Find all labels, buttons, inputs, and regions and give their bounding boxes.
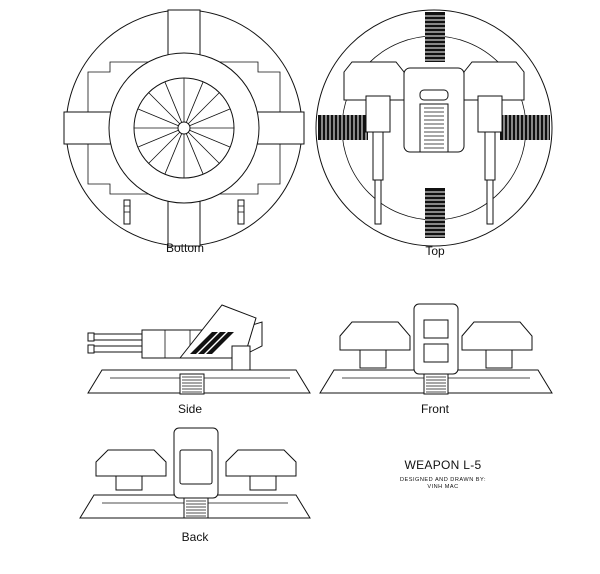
view-label-top: Top [425, 244, 445, 258]
credit-line-2: VINH MAC [427, 484, 459, 490]
side-view-drawing [87, 304, 311, 395]
weapon-name: WEAPON L-5 [404, 458, 482, 472]
credit-line-1: DESIGNED AND DRAWN BY: [399, 477, 486, 483]
back-view-drawing [79, 427, 311, 519]
title-block: WEAPON L-5 DESIGNED AND DRAWN BY: VINH M… [368, 458, 518, 491]
view-label-back: Back [181, 530, 209, 544]
view-label-side: Side [177, 402, 203, 416]
view-label-bottom: Bottom [165, 241, 204, 255]
front-view-drawing [319, 303, 553, 395]
bottom-view-drawing [63, 9, 305, 247]
view-label-front: Front [420, 402, 449, 416]
top-view-drawing [315, 9, 553, 247]
